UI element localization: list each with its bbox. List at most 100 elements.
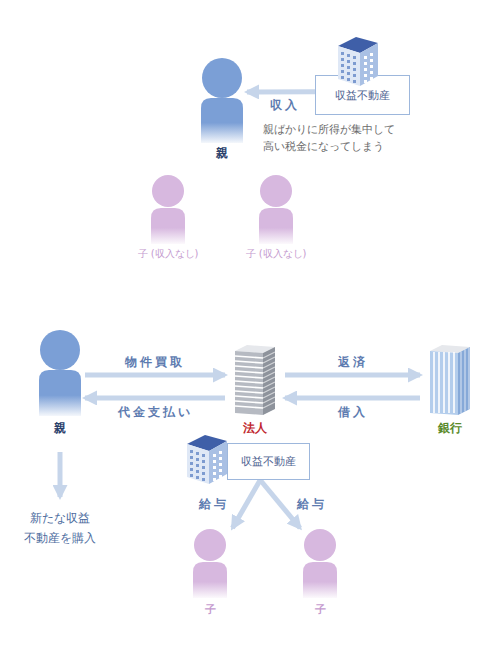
person-icon — [185, 528, 235, 598]
icon-part — [263, 382, 275, 388]
icon-part — [360, 43, 378, 86]
icon-part — [40, 330, 80, 370]
icon-part — [263, 367, 275, 373]
property-box: 収益不動産 — [227, 443, 310, 480]
icon-part — [196, 476, 199, 479]
icon-part — [263, 347, 275, 415]
icon-part — [353, 68, 356, 71]
icon-part — [151, 208, 185, 244]
icon-part — [202, 58, 242, 98]
icon-part — [235, 356, 263, 358]
icon-part — [370, 59, 373, 62]
icon-part — [193, 562, 227, 598]
flow-arrow — [85, 395, 225, 400]
edge-label: 物件買取 — [125, 354, 185, 371]
icon-part — [35, 328, 85, 416]
icon-part — [443, 352, 445, 413]
icon-part — [259, 208, 293, 244]
icon-part — [263, 397, 275, 403]
icon-part — [183, 432, 231, 486]
icon-part — [201, 98, 243, 143]
icon-part — [235, 366, 263, 368]
icon-part — [458, 347, 470, 415]
child-figure: 子 — [185, 528, 235, 618]
icon-part — [235, 371, 263, 373]
icon-part — [263, 402, 275, 408]
icon-part — [347, 60, 350, 63]
edge-label: 返済 — [338, 354, 368, 371]
office-building-icon — [225, 343, 285, 415]
icon-part — [219, 469, 222, 472]
icon-part — [152, 175, 184, 207]
icon-part — [341, 70, 344, 73]
icon-part — [263, 387, 275, 393]
icon-part — [190, 468, 193, 471]
icon-part — [370, 53, 373, 56]
icon-part — [353, 74, 356, 77]
icon-part — [353, 56, 356, 59]
icon-part — [353, 80, 356, 83]
icon-part — [341, 64, 344, 67]
icon-part — [347, 66, 350, 69]
icon-part — [260, 175, 292, 207]
icon-part — [347, 78, 350, 81]
icon-part — [370, 65, 373, 68]
icon-part — [263, 392, 275, 398]
node-label: 収益不動産 — [228, 454, 309, 469]
icon-part — [202, 454, 205, 457]
icon-part — [347, 72, 350, 75]
icon-part — [190, 450, 193, 453]
property-icon — [334, 34, 382, 88]
node-label: 親 — [35, 420, 85, 437]
flow-arrow — [260, 480, 300, 528]
icon-part — [213, 460, 216, 463]
icon-part — [235, 391, 263, 393]
icon-part — [235, 381, 263, 383]
icon-part — [235, 386, 263, 388]
icon-part — [202, 460, 205, 463]
icon-part — [468, 348, 469, 410]
icon-part — [370, 71, 373, 74]
icon-part — [263, 377, 275, 383]
icon-part — [370, 77, 373, 80]
icon-part — [219, 475, 222, 478]
icon-part — [202, 478, 205, 481]
icon-part — [453, 352, 455, 413]
corporation-node: 法人 — [225, 343, 285, 435]
icon-part — [187, 444, 209, 484]
icon-part — [347, 54, 350, 57]
node-label: 法人 — [225, 420, 285, 437]
parent-figure: 親 — [197, 57, 247, 159]
edge-label: 収入 — [270, 97, 300, 114]
icon-part — [128, 174, 208, 244]
icon-part — [235, 376, 263, 378]
icon-part — [196, 458, 199, 461]
person-icon — [197, 57, 247, 143]
bank-building-icon — [420, 343, 480, 415]
icon-part — [295, 528, 345, 598]
icon-part — [219, 451, 222, 454]
person-icon — [35, 328, 85, 416]
icon-part — [263, 352, 275, 358]
node-label: 銀行 — [420, 420, 480, 437]
purchase-note: 新たな収益 不動産を購入 — [10, 508, 110, 548]
icon-part — [263, 357, 275, 363]
icon-part — [236, 174, 316, 244]
flow-arrow — [247, 89, 315, 94]
node-label: 収益不動産 — [316, 88, 409, 103]
icon-part — [209, 441, 227, 484]
icon-part — [196, 464, 199, 467]
icon-part — [194, 529, 226, 561]
icon-part — [263, 362, 275, 368]
icon-part — [460, 352, 461, 414]
edge-label: 給与 — [199, 496, 229, 513]
node-label: 子 (収入なし) — [128, 247, 208, 261]
property-box: 収益不動産 — [315, 75, 410, 115]
node-label: 子 — [185, 602, 235, 617]
icon-part — [190, 456, 193, 459]
node-label: 子 (収入なし) — [236, 247, 316, 261]
icon-part — [219, 457, 222, 460]
icon-part — [202, 466, 205, 469]
edge-label: 代金支払い — [118, 404, 193, 421]
